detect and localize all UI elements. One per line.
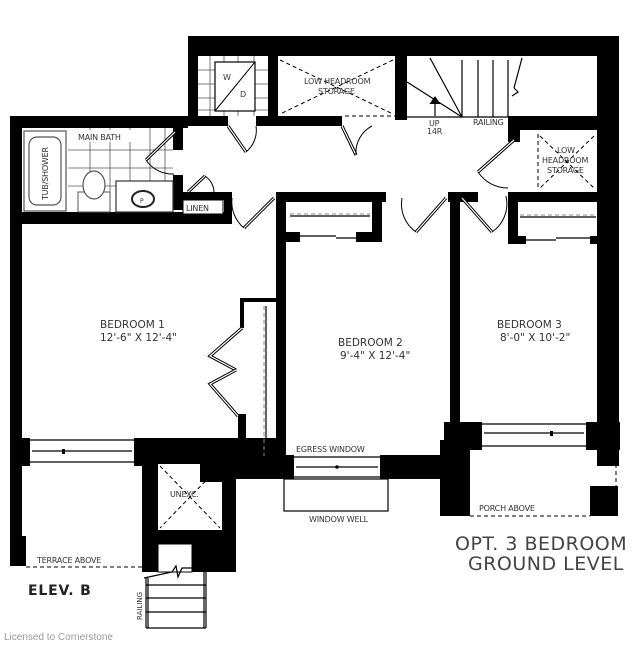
linen-closet: LINEN (182, 199, 224, 215)
plan-title-line1: OPT. 3 BEDROOM (455, 533, 627, 555)
svg-text:P: P (140, 198, 144, 205)
bedroom-3-size: 8'-0" X 10'-2" (500, 332, 570, 344)
door-storage[interactable] (340, 125, 373, 156)
railing-bottom-label: RAILING (136, 592, 144, 620)
egress-window (294, 456, 380, 478)
bedroom-2-name: BEDROOM 2 (338, 337, 403, 349)
door-bedroom-3[interactable] (460, 195, 508, 234)
railing-top-label: RAILING (473, 118, 504, 127)
doors (144, 125, 516, 418)
stairs-risers-label: 14R (427, 127, 443, 136)
bedroom-2-size: 9'-4" X 12'-4" (340, 350, 410, 362)
stairs-up-label: UP (429, 119, 440, 128)
unexcavated-label: UNEXC. (170, 490, 199, 499)
toilet-bowl (82, 170, 106, 200)
low-headroom-storage-right: LOW HEADROOM STORAGE (537, 134, 595, 189)
storage-right-line2: HEADROOM (542, 156, 588, 165)
door-linen[interactable] (186, 174, 215, 194)
terrace-above-label: TERRACE ABOVE (36, 556, 101, 565)
door-laundry[interactable] (226, 125, 257, 153)
low-headroom-storage-top: LOW HEADROOM STORAGE (279, 59, 395, 117)
storage-label-line1: LOW HEADROOM (304, 77, 371, 86)
main-bath: TUB/SHOWER P MAIN BATH (23, 128, 174, 213)
elevation-label: ELEV. B (28, 583, 92, 599)
porch-above-label: PORCH ABOVE (479, 504, 535, 513)
main-bath-label: MAIN BATH (78, 133, 121, 142)
linen-label: LINEN (186, 204, 209, 213)
watermark: Licensed to Cornerstone (4, 632, 113, 643)
door-low-headroom-storage[interactable] (476, 138, 516, 189)
bedroom-1-size: 12'-6" X 12'-4" (100, 332, 177, 344)
egress-window-label: EGRESS WINDOW (296, 445, 365, 454)
washer-label: W (223, 73, 231, 82)
storage-right-line3: STORAGE (547, 166, 584, 175)
windows (30, 423, 586, 478)
window-well (283, 478, 389, 512)
door-main-bath[interactable] (144, 130, 177, 175)
plan-title-line2: GROUND LEVEL (468, 553, 624, 575)
door-bedroom-2[interactable] (400, 196, 448, 234)
unexcavated-area: UNEXC. (158, 462, 236, 530)
sink (131, 190, 155, 208)
window-bedroom-1 (30, 439, 134, 464)
labels: BEDROOM 1 12'-6" X 12'-4" BEDROOM 2 9'-4… (28, 319, 627, 599)
walls (10, 36, 620, 572)
window-well-label: WINDOW WELL (309, 515, 369, 524)
tub-shower-label: TUB/SHOWER (41, 147, 50, 201)
dryer-label: D (240, 90, 246, 99)
storage-label-line2: STORAGE (318, 87, 355, 96)
closets (263, 213, 596, 456)
closet-bifold-bedroom-1[interactable] (207, 326, 244, 418)
door-bedroom-1[interactable] (231, 196, 276, 230)
window-bedroom-3 (482, 423, 586, 447)
exterior-stairs: RAILING (136, 543, 207, 629)
bedroom-1-name: BEDROOM 1 (100, 319, 165, 331)
laundry: W D (198, 56, 268, 116)
bedroom-3-name: BEDROOM 3 (497, 319, 562, 331)
storage-right-line1: LOW (557, 146, 575, 155)
overhang-lines (26, 450, 617, 568)
stairs: UP 14R RAILING (406, 57, 523, 136)
